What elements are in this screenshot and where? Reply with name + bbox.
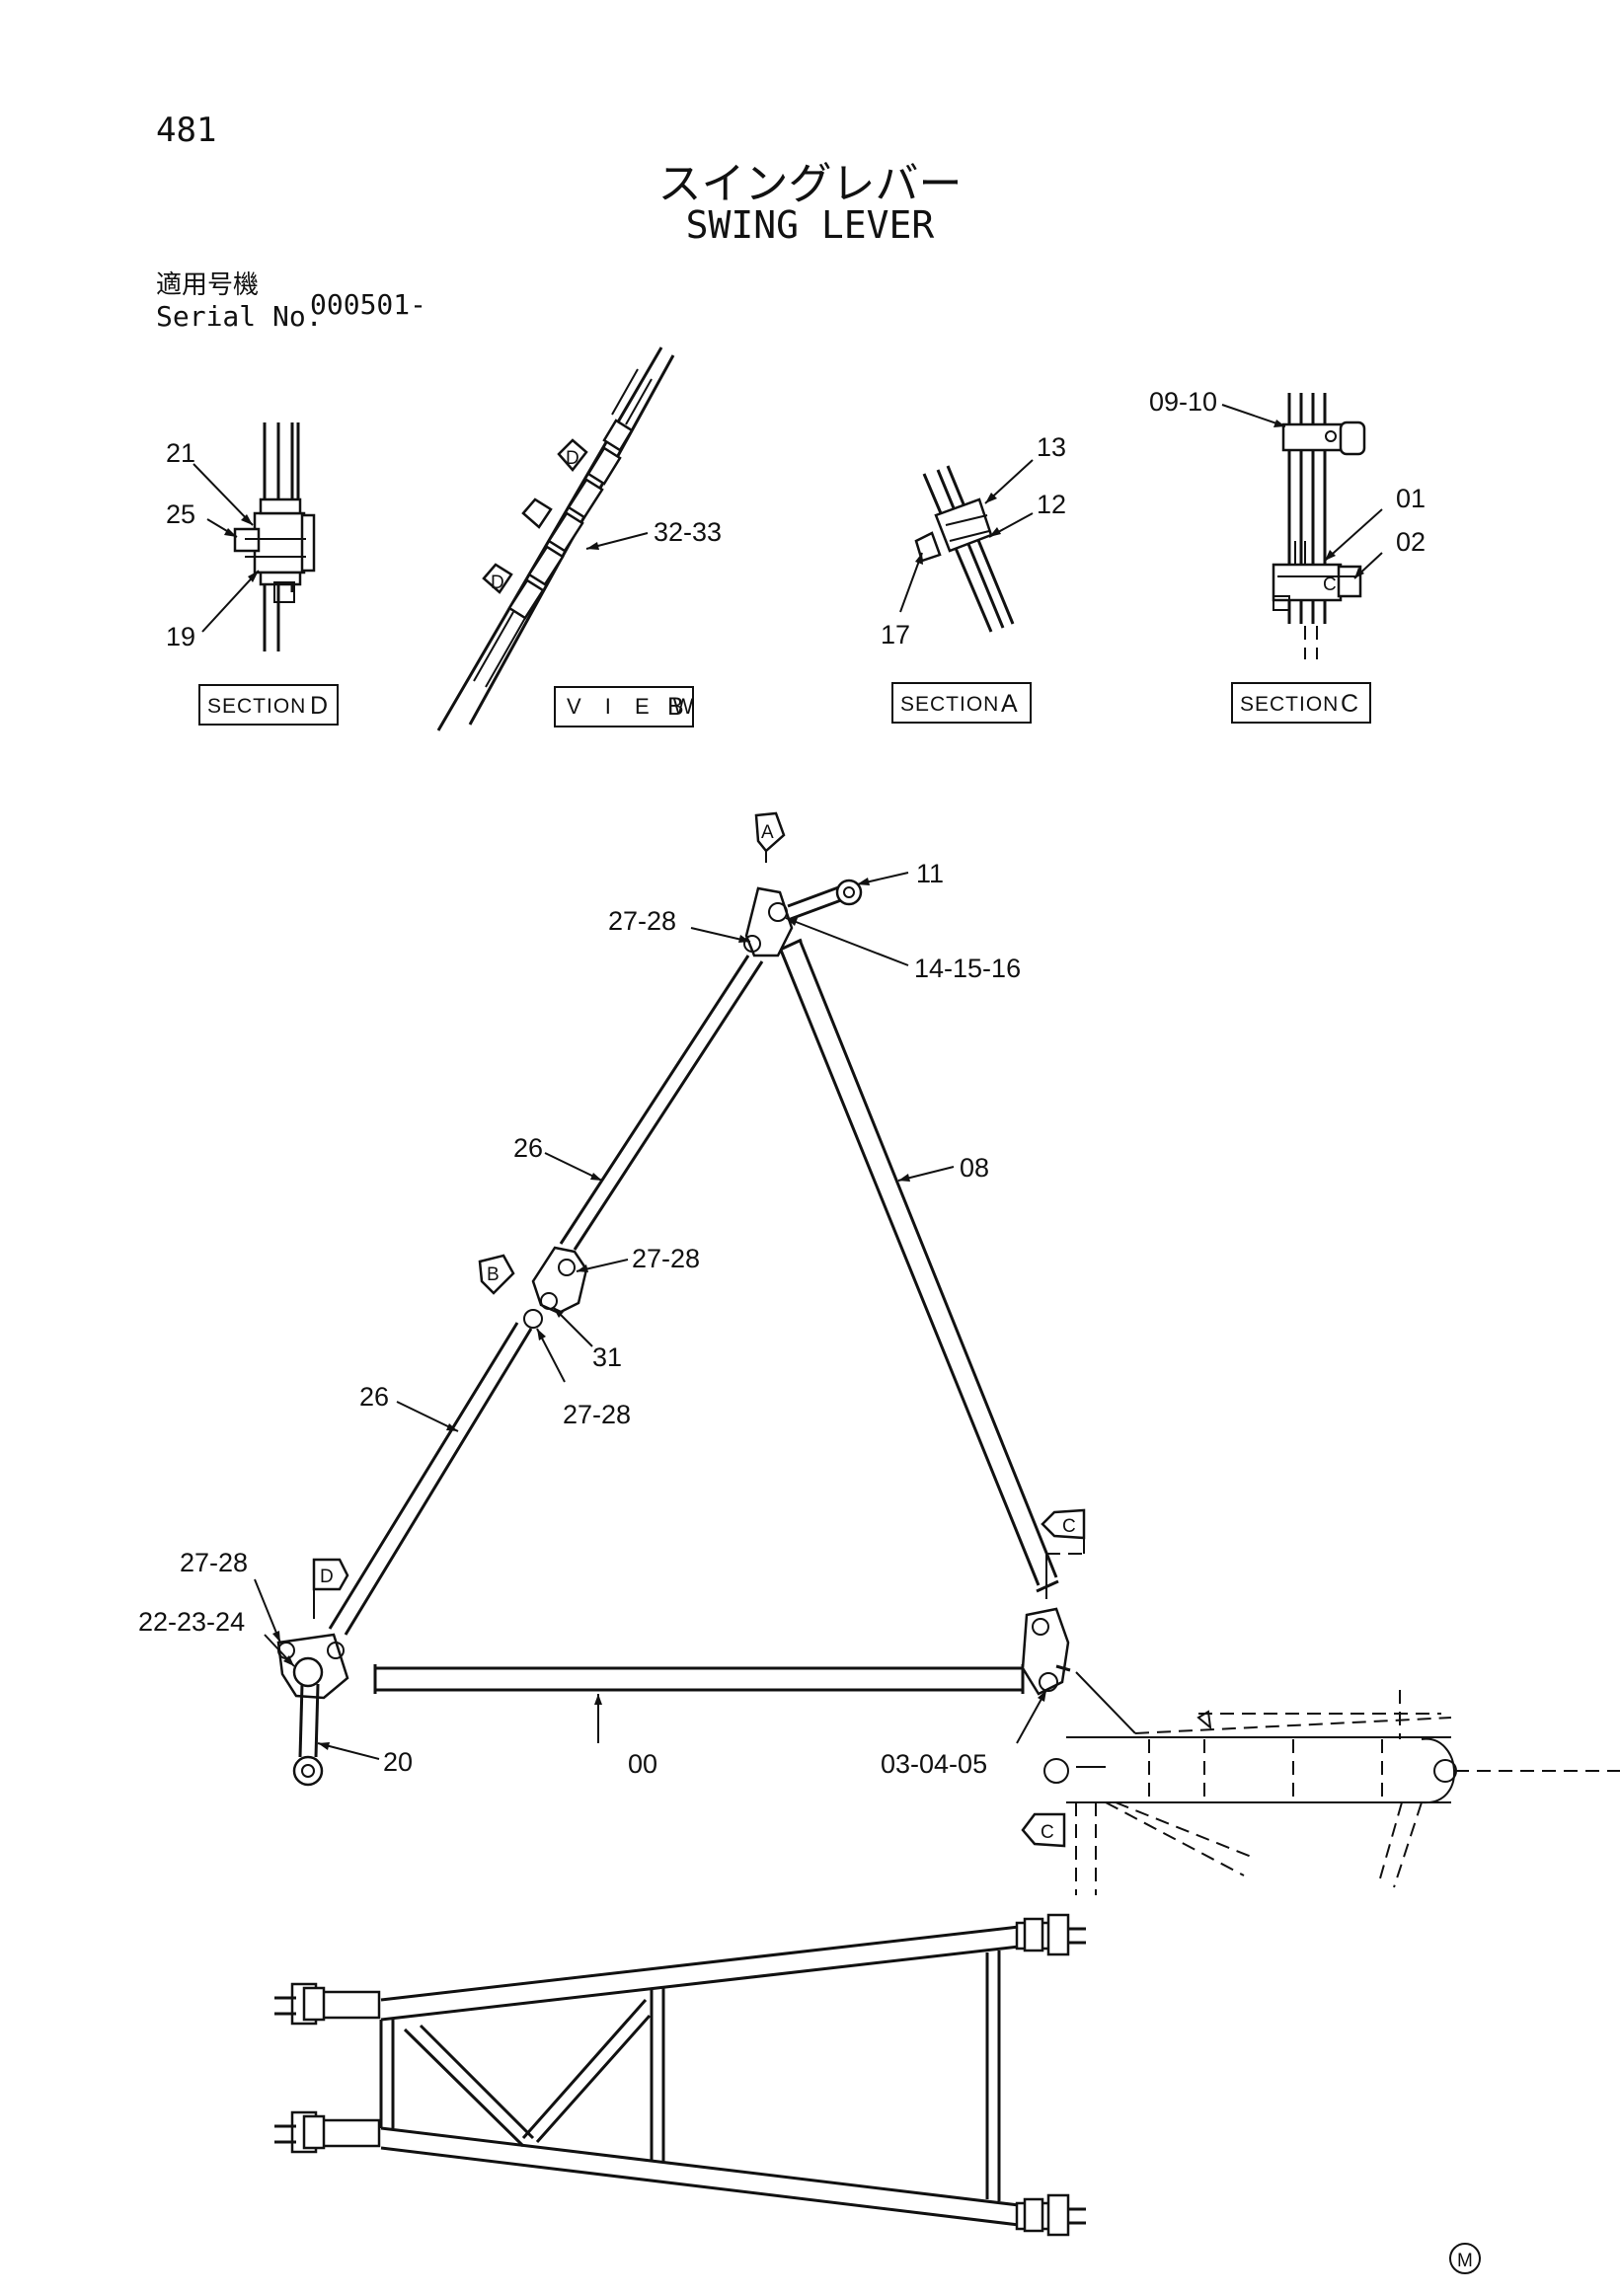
section-c-label-box: SECTION C [1231, 682, 1371, 724]
view-b-callouts: 32-33 [585, 517, 722, 550]
section-c-tag: C [1323, 574, 1337, 595]
svg-text:A: A [761, 822, 774, 843]
section-a-detail [914, 465, 1015, 633]
callout-27-28-lower: 27-28 [563, 1400, 631, 1429]
callout-13: 13 [1037, 432, 1066, 462]
svg-text:B: B [487, 1264, 500, 1285]
callout-27-28-top: 27-28 [608, 906, 676, 936]
callout-01: 01 [1396, 484, 1426, 513]
view-tag-b: B [478, 1254, 515, 1295]
callout-08: 08 [960, 1153, 989, 1183]
view-tag-c-lower: C [1021, 1812, 1066, 1848]
callout-21: 21 [166, 438, 195, 468]
callout-32-33: 32-33 [654, 517, 722, 547]
main-callouts: 11 27-28 14-15-16 26 08 27-28 31 27-28 [138, 859, 1047, 1779]
callout-31: 31 [592, 1342, 622, 1372]
callout-20: 20 [383, 1747, 413, 1777]
callout-00: 00 [628, 1749, 657, 1779]
view-b-detail: D D [436, 346, 675, 731]
callout-17: 17 [881, 620, 910, 650]
main-assembly [276, 879, 1071, 1787]
view-b-letter: B [667, 693, 684, 721]
corner-mark: M [1449, 2243, 1481, 2274]
section-c-detail: C [1272, 393, 1366, 659]
section-a-letter: A [1001, 690, 1018, 718]
section-c-callouts: 09-10 01 02 [1149, 387, 1426, 579]
section-d-label: SECTION [207, 695, 306, 718]
svg-text:C: C [1062, 1516, 1076, 1537]
section-a-label-box: SECTION A [891, 682, 1032, 724]
callout-09-10: 09-10 [1149, 387, 1217, 417]
view-b-tag-upper: D [566, 448, 579, 469]
serial-number-value: 000501- [310, 288, 427, 321]
callout-12: 12 [1037, 490, 1066, 519]
page-number: 481 [156, 111, 217, 150]
view-b-label: V I E W [567, 694, 703, 719]
section-c-letter: C [1341, 690, 1358, 718]
callout-25: 25 [166, 499, 195, 529]
section-d-callouts: 21 25 19 [166, 438, 260, 651]
plan-view [274, 1913, 1086, 2237]
callout-27-28-middle: 27-28 [632, 1244, 700, 1273]
svg-text:D: D [320, 1567, 334, 1587]
view-b-label-box: V I E W B [554, 686, 703, 727]
section-d-label-box: SECTION D [198, 684, 339, 726]
page-title-english: SWING LEVER [685, 203, 935, 247]
view-tag-a: A [754, 811, 786, 863]
section-c-label: SECTION [1240, 693, 1339, 716]
callout-14-15-16: 14-15-16 [914, 954, 1021, 983]
callout-22-23-24: 22-23-24 [138, 1607, 245, 1637]
callout-26-lower: 26 [359, 1382, 389, 1412]
callout-03-04-05: 03-04-05 [881, 1749, 987, 1779]
view-tag-c-upper: C [1041, 1508, 1086, 1599]
section-d-detail [233, 422, 316, 651]
view-b-tag-lower: D [491, 573, 504, 593]
section-a-label: SECTION [900, 693, 999, 716]
callout-26-upper: 26 [513, 1133, 543, 1163]
corner-mark-letter: M [1457, 2251, 1473, 2271]
serial-label-english: Serial No. [156, 300, 323, 333]
section-a-callouts: 13 12 17 [881, 432, 1066, 650]
callout-02: 02 [1396, 527, 1426, 557]
callout-11: 11 [916, 859, 944, 888]
page-title-japanese: スイングレバー [657, 159, 963, 209]
view-tag-d: D [312, 1558, 349, 1619]
callout-19: 19 [166, 622, 195, 651]
svg-text:C: C [1041, 1822, 1054, 1843]
callout-27-28-left: 27-28 [180, 1548, 248, 1577]
section-d-letter: D [310, 692, 328, 720]
boom-reference [1043, 1671, 1620, 1895]
serial-label-japanese: 適用号機 [156, 270, 260, 300]
